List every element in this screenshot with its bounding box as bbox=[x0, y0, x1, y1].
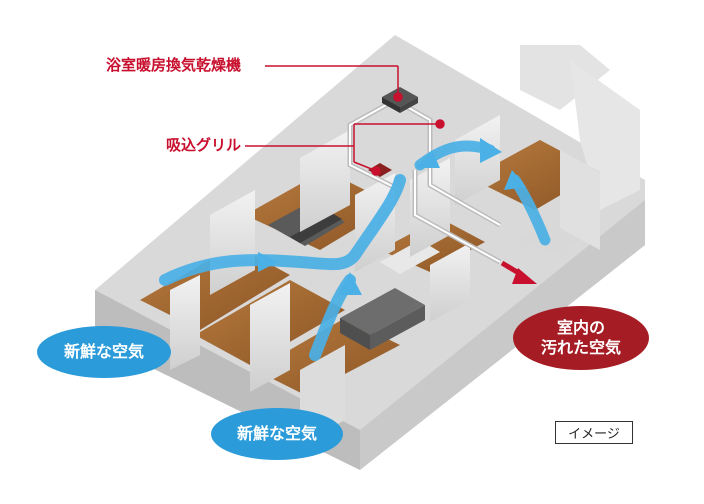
image-note-label: イメージ bbox=[568, 423, 620, 442]
fresh-air-label-left: 新鮮な空気 bbox=[64, 342, 144, 362]
dirty-air-bubble: 室内の 汚れた空気 bbox=[513, 306, 649, 370]
image-note-badge: イメージ bbox=[555, 421, 633, 444]
fresh-air-bubble-bottom: 新鮮な空気 bbox=[211, 408, 343, 460]
intake-grille-label: 吸込グリル bbox=[166, 138, 241, 153]
bathroom-dryer-label: 浴室暖房換気乾燥機 bbox=[106, 58, 241, 73]
fresh-air-bubble-left: 新鮮な空気 bbox=[37, 326, 171, 378]
fresh-air-label-bottom: 新鮮な空気 bbox=[237, 424, 317, 444]
dirty-air-label-line1: 室内の bbox=[557, 318, 605, 338]
dirty-air-label-line2: 汚れた空気 bbox=[541, 338, 621, 358]
